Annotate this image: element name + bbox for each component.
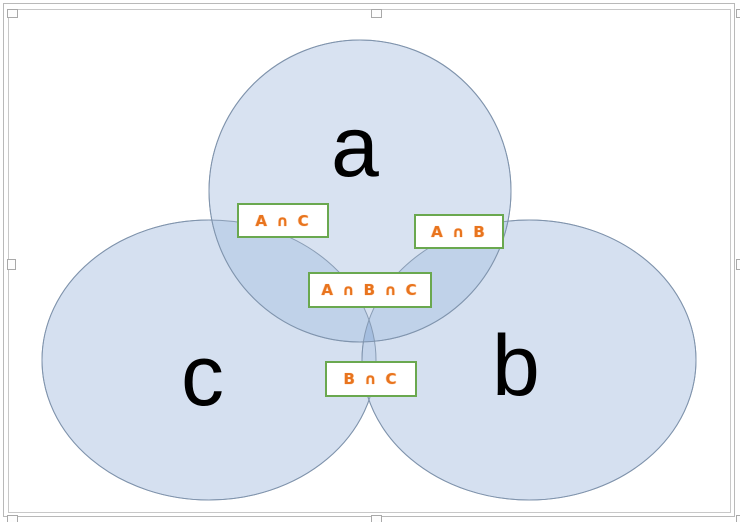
intersection-label-b-and-c[interactable]: B ∩ C [325, 361, 417, 397]
resize-handle-right-middle[interactable] [736, 259, 740, 270]
resize-handle-top-right[interactable] [736, 9, 740, 18]
intersection-label-a-and-b-and-c[interactable]: A ∩ B ∩ C [308, 272, 432, 308]
intersection-label-a-and-b[interactable]: A ∩ B [414, 214, 504, 249]
venn-circles-graphic [41, 39, 697, 501]
resize-handle-bottom-left[interactable] [7, 515, 18, 522]
overlap-a-b [362, 220, 511, 342]
set-label-a: a [331, 99, 379, 195]
venn-diagram-canvas[interactable]: a b c A ∩ C A ∩ B A ∩ B ∩ C B ∩ C [9, 10, 730, 512]
resize-handle-bottom-center[interactable] [371, 515, 382, 522]
set-label-b: b [492, 318, 540, 414]
overlap-a-c [209, 220, 376, 342]
resize-handle-bottom-right[interactable] [736, 515, 740, 522]
intersection-label-a-and-c[interactable]: A ∩ C [237, 203, 329, 238]
set-label-c: c [181, 328, 224, 424]
